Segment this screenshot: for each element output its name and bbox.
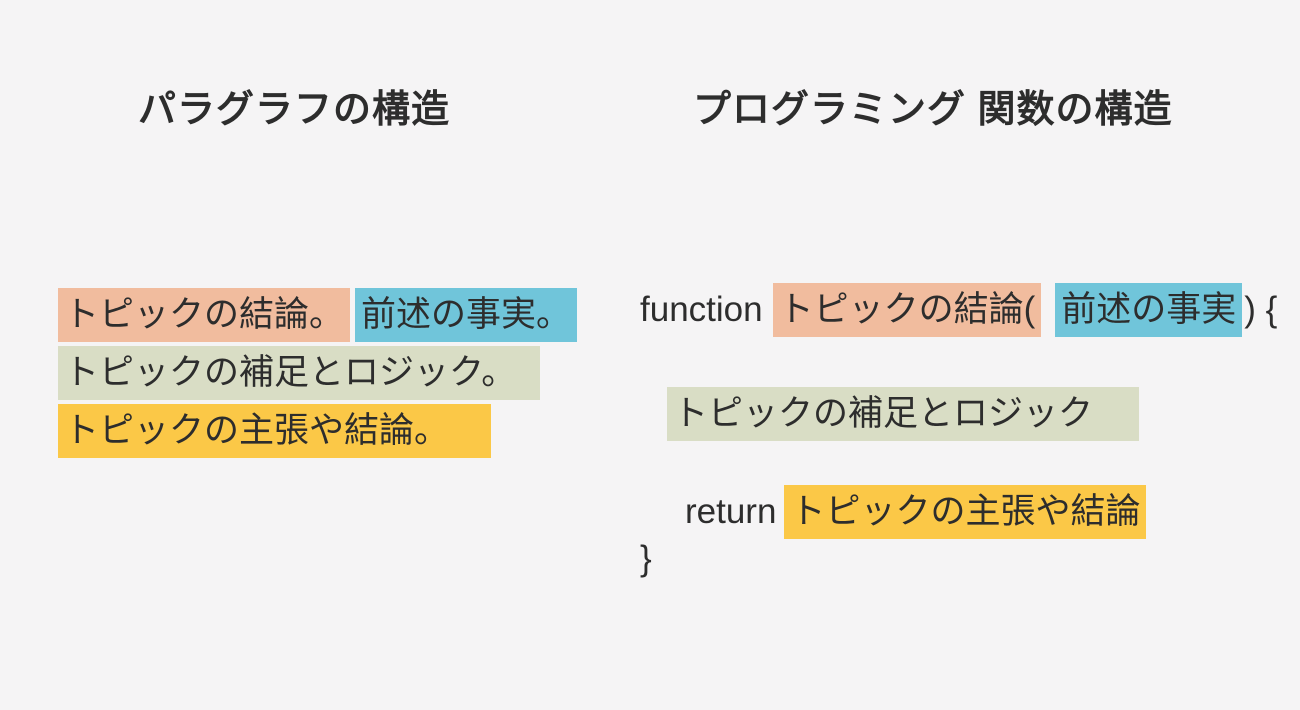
closing-brace-line: }	[640, 539, 1277, 579]
highlight-topic-assertion: トピックの主張や結論。	[58, 404, 492, 458]
function-structure-title: プログラミング 関数の構造	[693, 89, 1173, 131]
highlight-function-body: トピックの補足とロジック	[667, 387, 1140, 441]
paragraph-line-2: トピックの補足とロジック。	[58, 346, 541, 400]
paragraph-structure-title: パラグラフの構造	[138, 89, 451, 131]
signature-close-brace: ) {	[1244, 290, 1278, 329]
highlight-preceding-fact: 前述の事実。	[355, 288, 578, 342]
highlight-function-name: トピックの結論(	[772, 283, 1042, 337]
function-keyword: function	[640, 290, 763, 329]
return-keyword: return	[685, 492, 777, 531]
highlight-return-value: トピックの主張や結論	[784, 485, 1147, 539]
highlight-parameter: 前述の事実	[1055, 283, 1243, 337]
highlight-topic-conclusion: トピックの結論。	[58, 288, 351, 342]
paragraph-line-3: トピックの主張や結論。	[58, 404, 492, 458]
paragraph-structure-block: トピックの結論。 前述の事実。 トピックの補足とロジック。 トピックの主張や結論…	[58, 288, 578, 458]
closing-brace: }	[640, 539, 652, 578]
function-signature-line: function トピックの結論( 前述の事実 ) {	[640, 283, 1277, 337]
function-structure-block: function トピックの結論( 前述の事実 ) { トピックの補足とロジック…	[640, 283, 1277, 579]
paragraph-line-1: トピックの結論。 前述の事実。	[58, 288, 578, 342]
highlight-topic-support: トピックの補足とロジック。	[58, 346, 541, 400]
return-line: return トピックの主張や結論	[685, 485, 1277, 539]
function-body-line: トピックの補足とロジック	[667, 387, 1277, 441]
